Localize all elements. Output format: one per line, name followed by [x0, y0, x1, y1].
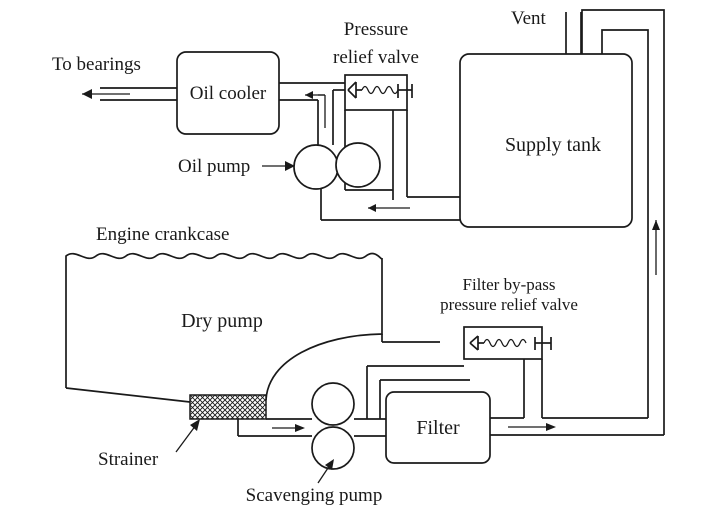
scavenging-pump-gear-top — [311, 382, 355, 426]
pump-to-filter-piping — [354, 365, 470, 437]
engine-crankcase — [65, 252, 383, 388]
filter-bypass-label-1: Filter by-pass — [462, 275, 555, 294]
crankcase-outlet — [65, 322, 440, 403]
oil-pump-gear-right — [335, 142, 381, 188]
oil-pump-label: Oil pump — [178, 156, 250, 177]
to-bearings-label: To bearings — [52, 54, 141, 75]
filter-bypass-label-2: pressure relief valve — [440, 295, 578, 314]
scavenging-pump-gear-bottom — [311, 426, 355, 470]
strainer — [189, 394, 267, 420]
pressure-relief-valve — [344, 74, 413, 111]
strainer-label: Strainer — [98, 449, 159, 470]
filter-bypass-valve — [463, 326, 552, 360]
strainer-to-pump-piping — [237, 418, 312, 437]
filter-label: Filter — [416, 417, 460, 439]
dry-pump-label: Dry pump — [181, 310, 263, 332]
strainer-pointer — [175, 419, 200, 453]
vent-label: Vent — [511, 8, 547, 29]
pressure-relief-valve-label-2: relief valve — [333, 47, 419, 68]
oil-cooler-label: Oil cooler — [190, 83, 267, 104]
supply-tank — [459, 53, 633, 228]
vent-pipe — [565, 12, 582, 54]
oil-pump-pointer — [262, 161, 295, 171]
oil-cooler — [176, 51, 280, 135]
cooler-to-pump-piping — [279, 82, 348, 145]
oil-pump-gear-left — [293, 144, 339, 190]
to-bearings-outlet — [82, 87, 177, 101]
filter-outlet-piping — [490, 359, 664, 436]
pressure-relief-valve-label-1: Pressure — [344, 19, 408, 40]
tank-to-pump-piping — [320, 189, 460, 221]
scavenging-pump-pointer — [317, 459, 334, 484]
filter — [385, 391, 491, 464]
supply-tank-label: Supply tank — [505, 134, 601, 156]
engine-crankcase-label: Engine crankcase — [96, 224, 229, 245]
return-line-to-tank — [581, 9, 665, 435]
scavenging-pump-label: Scavenging pump — [246, 485, 383, 506]
